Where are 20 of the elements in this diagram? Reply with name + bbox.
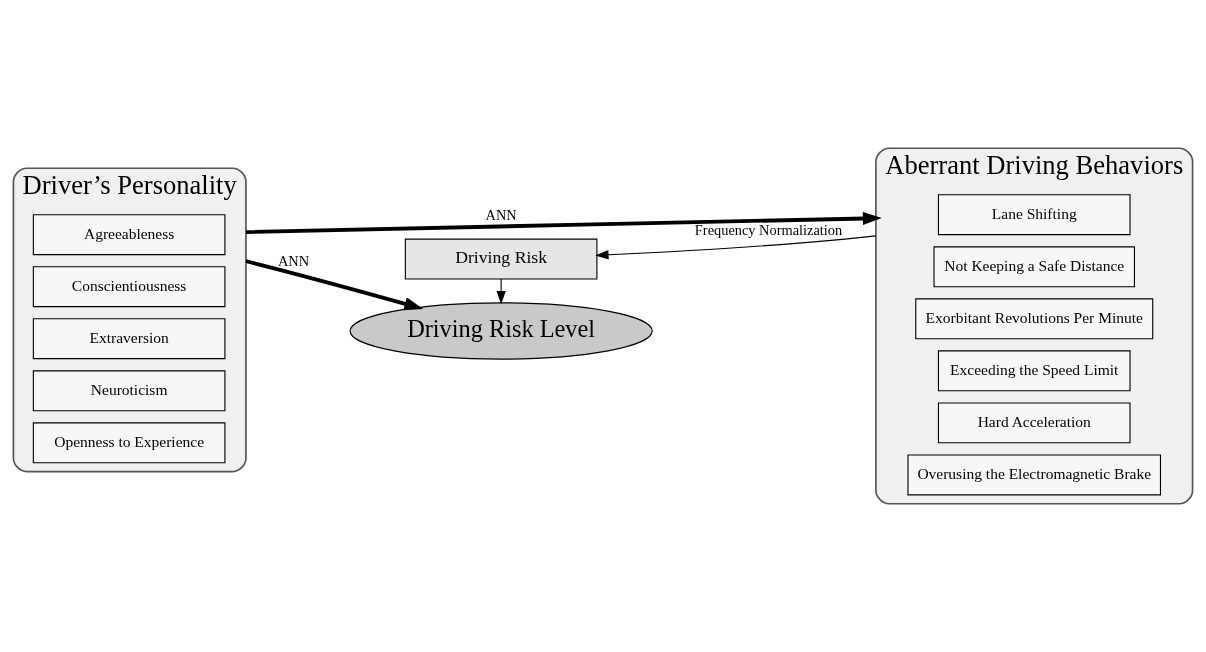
edge-label: Frequency Normalization (694, 222, 843, 239)
node-box: Overusing the Electromagnetic Brake (907, 454, 1162, 496)
arrow (496, 278, 506, 305)
node-box: Not Keeping a Safe Distance (933, 246, 1135, 288)
node-box: Openness to Experience (32, 422, 226, 464)
arrow (245, 259, 424, 311)
node-box: Conscientiousness (32, 266, 226, 308)
node-box: Driving Risk (404, 238, 598, 280)
node-box: Hard Acceleration (937, 402, 1131, 444)
node-ellipse: Driving Risk Level (349, 302, 653, 360)
node-box: Lane Shifting (937, 194, 1131, 236)
arrow (245, 211, 882, 235)
node-box: Agreeableness (32, 214, 226, 256)
node-box: Extraversion (32, 318, 226, 360)
edge-label: ANN (485, 206, 517, 223)
node-box: Exceeding the Speed Limit (937, 350, 1131, 392)
edge-label: ANN (277, 253, 310, 270)
node-box: Exorbitant Revolutions Per Minute (915, 298, 1154, 340)
node-box: Neuroticism (32, 370, 226, 412)
arrow (595, 235, 877, 260)
